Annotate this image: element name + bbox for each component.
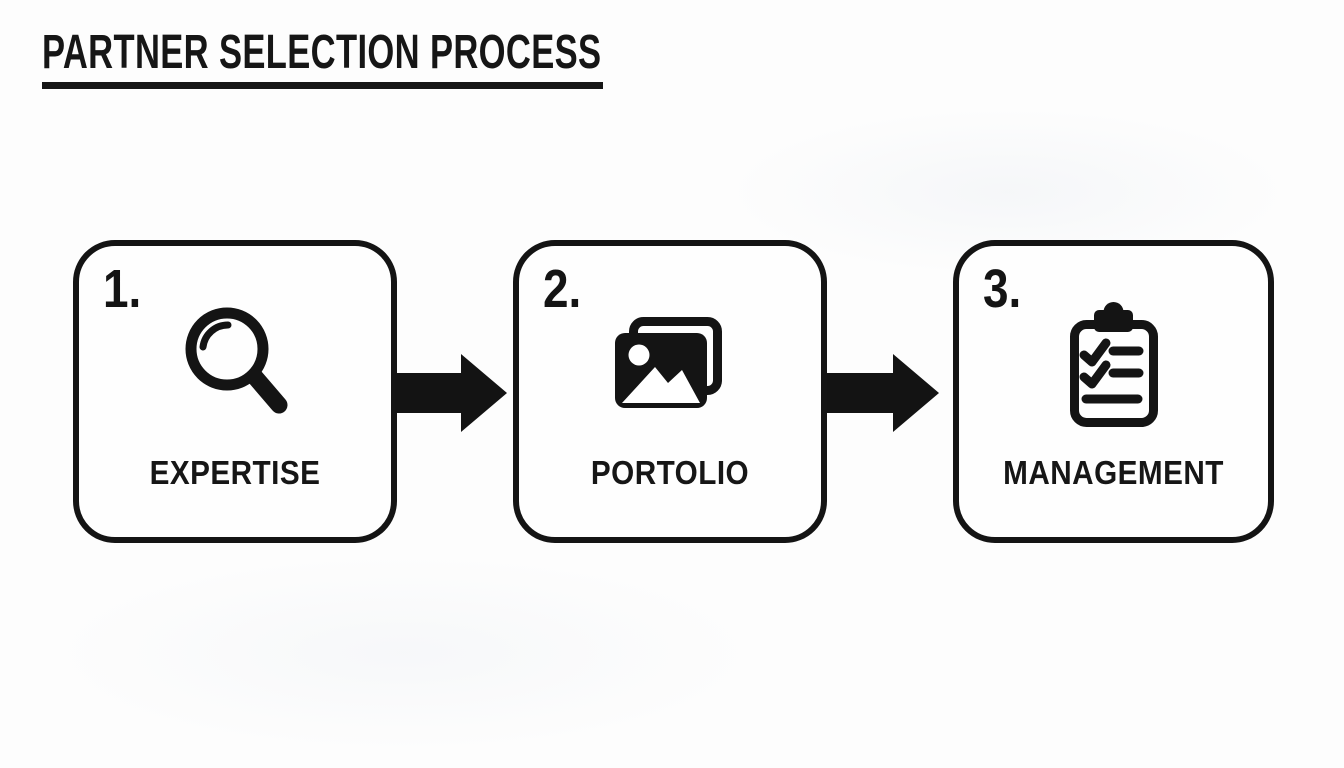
step-number: 1. — [103, 259, 142, 319]
step-box-management: 3. MANAGEMENT — [953, 240, 1274, 543]
arrow-right-icon — [827, 354, 939, 432]
header: PARTNER SELECTION PROCESS — [42, 28, 819, 89]
photo-stack-icon — [614, 317, 726, 409]
step-label: MANAGEMENT — [1003, 454, 1224, 491]
step-number: 2. — [543, 259, 582, 319]
clipboard-checklist-icon — [1069, 300, 1159, 428]
step-box-expertise: 1. EXPERTISE — [73, 240, 397, 543]
step-label: PORTOLIO — [590, 454, 750, 491]
step-box-portfolio: 2. PORTOLIO — [513, 240, 827, 543]
arrow-right-icon — [395, 354, 507, 432]
page-title: PARTNER SELECTION PROCESS — [42, 26, 602, 79]
title-underline — [42, 82, 603, 89]
magnifying-glass-icon — [180, 305, 290, 423]
step-number: 3. — [983, 259, 1022, 319]
step-label: EXPERTISE — [149, 454, 321, 491]
